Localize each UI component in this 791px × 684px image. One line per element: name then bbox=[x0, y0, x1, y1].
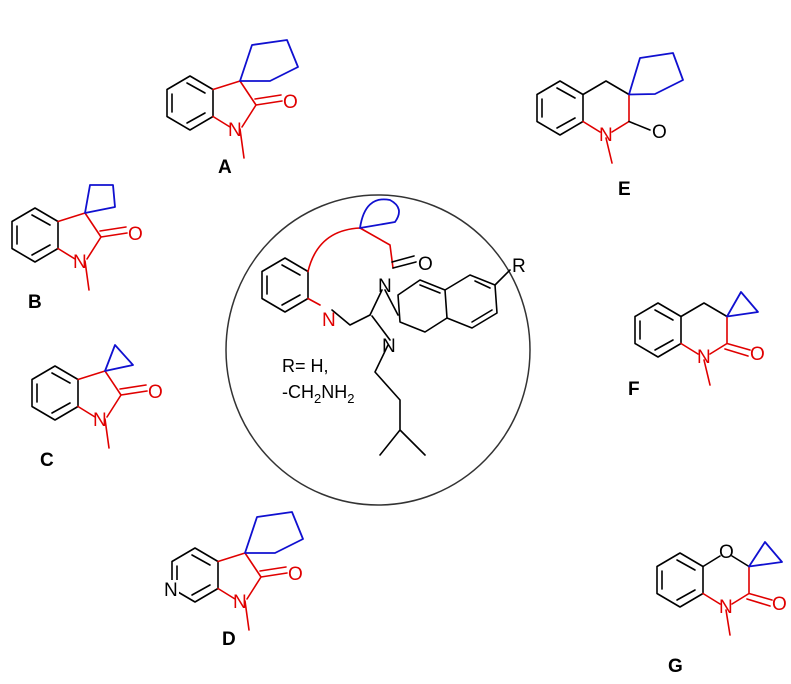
svg-text:N: N bbox=[93, 410, 107, 431]
svg-text:N: N bbox=[382, 336, 396, 357]
structure-A: O N bbox=[167, 39, 299, 158]
svg-text:O: O bbox=[772, 594, 787, 615]
label-C: C bbox=[40, 450, 54, 471]
r-group-line1: R= H, bbox=[282, 356, 329, 376]
svg-text:R: R bbox=[512, 256, 526, 277]
svg-text:N: N bbox=[599, 125, 613, 146]
structure-B: O N bbox=[12, 184, 143, 290]
central-scaffold: N O N N R R= H, -CH2NH2 bbox=[225, 194, 531, 506]
label-A: A bbox=[218, 157, 232, 178]
svg-text:O: O bbox=[288, 564, 303, 585]
svg-text:O: O bbox=[148, 382, 163, 403]
svg-text:N: N bbox=[322, 310, 336, 331]
structure-C: O N bbox=[32, 344, 163, 448]
label-F: F bbox=[628, 379, 640, 400]
label-B: B bbox=[28, 292, 42, 313]
structure-F: O N bbox=[634, 291, 765, 386]
label-D: D bbox=[222, 629, 236, 650]
structure-D: O N N bbox=[163, 511, 304, 630]
svg-text:N: N bbox=[228, 120, 242, 141]
svg-text:N: N bbox=[719, 597, 733, 618]
svg-text:O: O bbox=[750, 344, 765, 365]
svg-text:O: O bbox=[719, 542, 734, 563]
svg-text:O: O bbox=[652, 122, 667, 143]
svg-text:O: O bbox=[128, 224, 143, 245]
svg-text:N: N bbox=[697, 347, 711, 368]
structure-E: O N bbox=[536, 52, 684, 164]
label-G: G bbox=[668, 656, 683, 677]
svg-text:N: N bbox=[164, 580, 178, 601]
svg-text:N: N bbox=[73, 252, 87, 273]
svg-text:N: N bbox=[233, 592, 247, 613]
svg-text:O: O bbox=[283, 92, 298, 113]
r-group-line2: -CH2NH2 bbox=[282, 382, 354, 406]
label-E: E bbox=[618, 179, 631, 200]
svg-text:O: O bbox=[418, 254, 433, 275]
svg-text:N: N bbox=[378, 276, 392, 297]
structure-G: O O N bbox=[656, 541, 787, 636]
